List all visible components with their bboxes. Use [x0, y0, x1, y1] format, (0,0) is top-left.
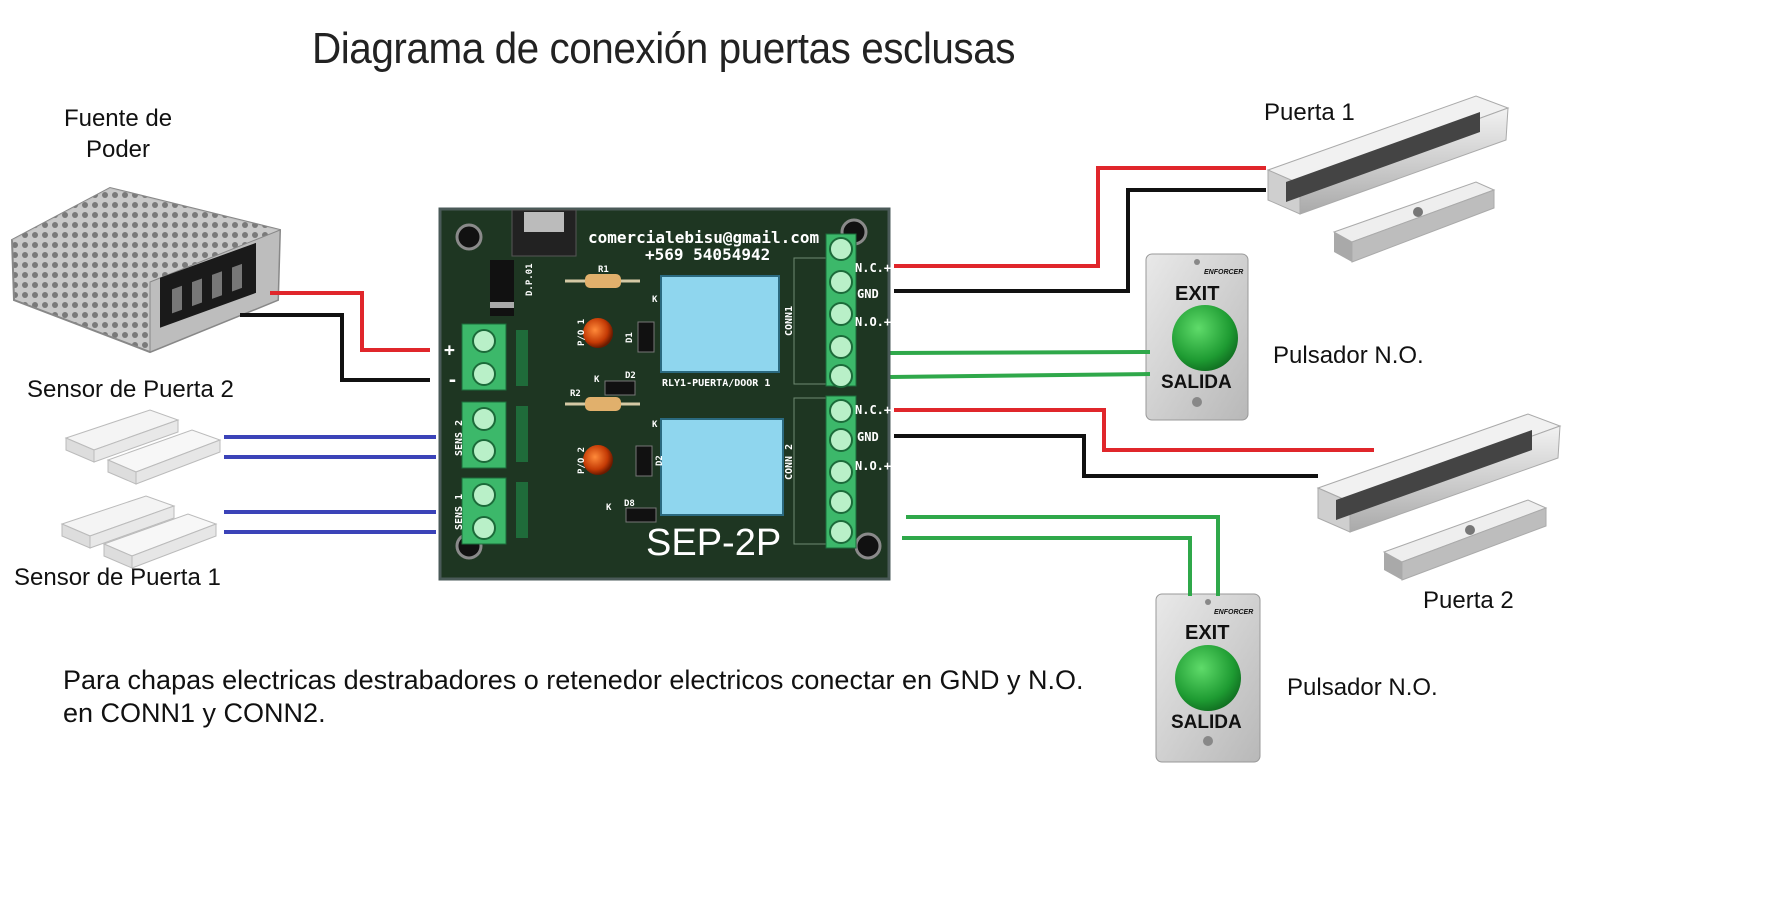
wire-door1-black — [894, 188, 1266, 293]
button1-brand: ENFORCER — [1204, 269, 1243, 276]
board-conn2-label: CONN 2 — [784, 444, 795, 480]
power-supply-label-line1: Fuente de — [63, 105, 173, 132]
wire-power-positive — [270, 291, 430, 352]
board-model-label: SEP-2P — [646, 522, 781, 564]
wire-power-negative — [240, 313, 430, 382]
connection-note-line2: en CONN1 y CONN2. — [63, 698, 326, 728]
board-minus-label: - — [447, 370, 458, 391]
maglock-door-2-image — [1316, 413, 1562, 581]
button2-brand: ENFORCER — [1214, 609, 1253, 616]
board-k2-label: K — [594, 375, 600, 385]
board-email: comercialebisu@gmail.com — [588, 228, 820, 247]
wire-button1-green-b — [889, 372, 1151, 379]
exit-button-1-image — [1145, 253, 1249, 421]
conn1-gnd-label: GND — [857, 287, 879, 301]
wire-door2-red — [894, 408, 1374, 452]
power-supply-image — [10, 186, 282, 354]
conn2-gnd-label: GND — [857, 430, 879, 444]
board-dpo1-label: D.P.01 — [525, 263, 535, 296]
maglock-door-1-image — [1266, 95, 1510, 263]
board-led2-label: P/O 2 — [577, 447, 587, 474]
sep-2p-board — [438, 207, 891, 581]
door-2-label: Puerta 2 — [1423, 587, 1514, 614]
board-sens1-label: SENS 1 — [454, 494, 465, 530]
board-relay1-label: RLY1-PUERTA/DOOR 1 — [662, 378, 770, 389]
sensor-2-label: Sensor de Puerta 2 — [27, 376, 234, 403]
wiring — [224, 166, 1374, 596]
diagram-title: Diagrama de conexión puertas esclusas — [312, 24, 1016, 73]
pushbutton-1-label: Pulsador N.O. — [1273, 342, 1424, 369]
wire-door2-black — [894, 434, 1318, 478]
board-k3-label: K — [652, 420, 658, 430]
sensor-1-label: Sensor de Puerta 1 — [14, 564, 221, 591]
connection-note-line1: Para chapas electricas destrabadores o r… — [63, 665, 1084, 695]
button1-exit: EXIT — [1175, 283, 1219, 305]
board-phone: +569 54054942 — [645, 245, 770, 264]
board-d1-label: D1 — [625, 332, 635, 343]
wire-door1-red — [894, 166, 1266, 268]
button2-salida: SALIDA — [1171, 712, 1242, 733]
board-plus-label: + — [444, 340, 455, 361]
board-r1-label: R1 — [598, 265, 609, 275]
connection-note: Para chapas electricas destrabadores o r… — [63, 664, 1084, 730]
board-d2-label: D2 — [625, 371, 636, 381]
button2-exit: EXIT — [1185, 622, 1229, 644]
board-d8-label: D8 — [624, 499, 635, 509]
wire-button2-green-b — [902, 536, 1192, 596]
board-sens2-label: SENS 2 — [454, 420, 465, 456]
board-conn1-label: CONN1 — [784, 306, 795, 336]
door-1-label: Puerta 1 — [1264, 99, 1355, 126]
conn1-no-label: N.O.+ — [855, 315, 891, 329]
board-r2-label: R2 — [570, 389, 581, 399]
conn2-no-label: N.O.+ — [855, 459, 891, 473]
board-d2b-label: D2 — [655, 455, 665, 466]
wire-button2-green-a — [906, 515, 1220, 596]
button1-salida: SALIDA — [1161, 372, 1232, 393]
conn1-nc-label: N.C.+ — [855, 261, 891, 275]
power-supply-label-line2: Poder — [85, 136, 151, 163]
door-sensor-2-image — [64, 409, 222, 485]
exit-button-2-image — [1155, 593, 1261, 763]
board-k4-label: K — [606, 503, 612, 513]
board-k1-label: K — [652, 295, 658, 305]
pushbutton-2-label: Pulsador N.O. — [1287, 674, 1438, 701]
door-sensor-1-image — [60, 495, 218, 569]
wire-button1-green-a — [889, 350, 1151, 355]
conn2-nc-label: N.C.+ — [855, 403, 891, 417]
power-supply-label: Fuente de Poder — [48, 103, 188, 165]
board-led1-label: P/O 1 — [577, 319, 587, 346]
